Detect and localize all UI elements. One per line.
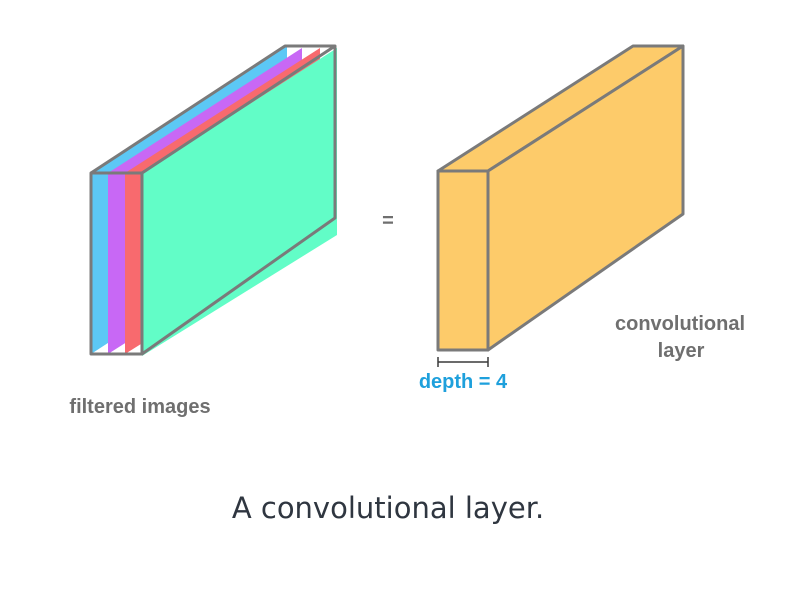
block-front-face [436, 169, 490, 352]
filtered-images-stack [89, 44, 337, 356]
depth-bracket [437, 357, 489, 367]
equals-sign: = [382, 210, 394, 232]
depth-label: depth = 4 [419, 371, 508, 393]
convolutional-layer-label-line2: layer [658, 340, 705, 362]
filtered-images-label: filtered images [69, 396, 210, 418]
figure-caption: A convolutional layer. [232, 491, 544, 525]
convolutional-layer-block [436, 44, 685, 352]
convolutional-layer-label-line1: convolutional [615, 313, 745, 335]
filtered-images-outline [89, 44, 337, 356]
image-slice-green [142, 48, 337, 356]
